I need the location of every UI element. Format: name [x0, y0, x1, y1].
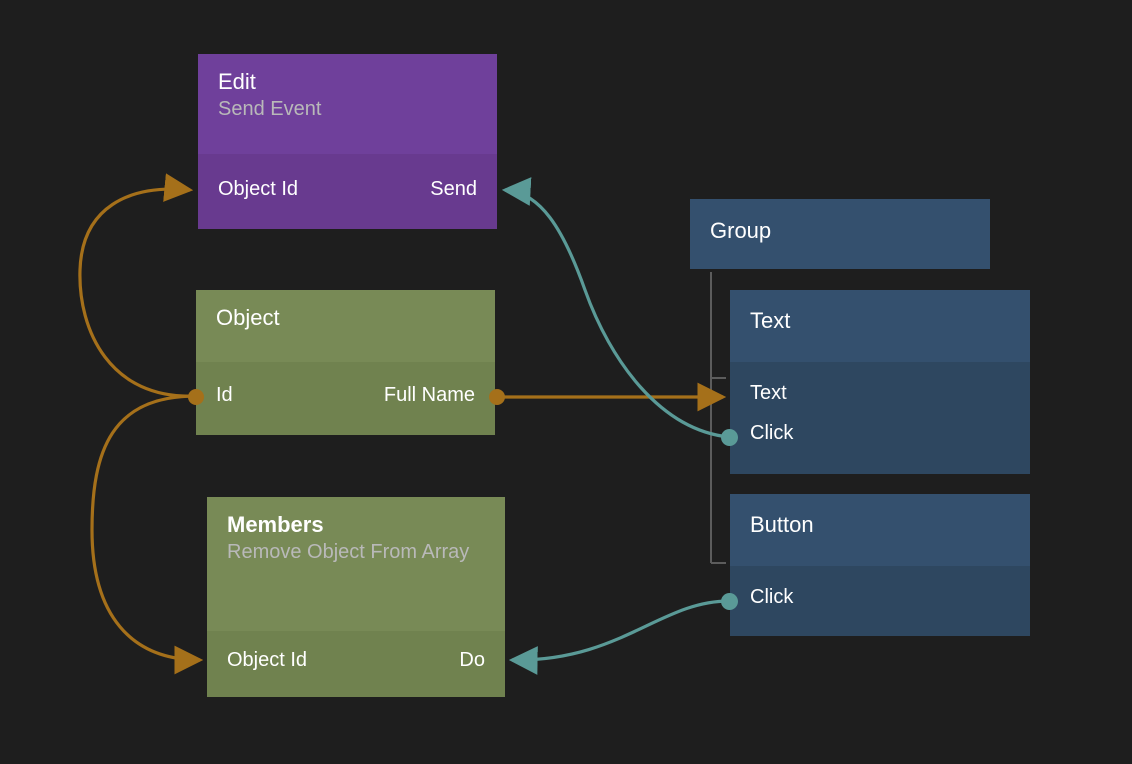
object-node-header: Object	[196, 290, 495, 362]
text-node-row-click[interactable]: Click	[750, 422, 794, 444]
text-node-title: Text	[750, 308, 791, 333]
button-click-output-port[interactable]	[721, 593, 738, 610]
group-node-title: Group	[710, 218, 772, 243]
text-node[interactable]: Text Text Click	[730, 290, 1030, 474]
group-node[interactable]: Group	[690, 199, 990, 269]
object-id-input-port[interactable]	[188, 389, 204, 405]
wire-object-id-to-members-object-id	[90, 394, 204, 675]
edit-node-title: Edit	[218, 69, 256, 94]
text-node-body: Text Click	[730, 362, 1030, 474]
button-node[interactable]: Button Click	[730, 494, 1030, 636]
members-node-subtitle: Remove Object From Array	[227, 541, 470, 563]
members-node-header: Members Remove Object From Array	[207, 497, 505, 631]
members-output-label[interactable]: Do	[459, 649, 485, 671]
edit-node[interactable]: Edit Send Event Object Id Send	[198, 54, 497, 229]
text-node-header: Text	[730, 290, 1030, 362]
edit-input-label[interactable]: Object Id	[218, 178, 299, 200]
object-fullname-output-port[interactable]	[489, 389, 505, 405]
group-node-header: Group	[690, 199, 990, 254]
edit-node-subtitle: Send Event	[218, 98, 322, 120]
edit-node-body: Object Id Send	[198, 154, 497, 229]
text-click-output-port[interactable]	[721, 429, 738, 446]
wire-button-click-to-members-do	[508, 599, 730, 675]
edit-output-label[interactable]: Send	[430, 178, 477, 200]
button-node-body: Click	[730, 566, 1030, 636]
edit-node-port-row: Object Id Send	[218, 176, 477, 202]
button-node-header: Button	[730, 494, 1030, 566]
object-node-title: Object	[216, 305, 280, 330]
button-node-row-click[interactable]: Click	[750, 586, 794, 608]
object-output-label[interactable]: Full Name	[383, 384, 475, 406]
object-input-label[interactable]: Id	[216, 384, 233, 406]
members-input-label[interactable]: Object Id	[227, 649, 308, 671]
members-node[interactable]: Members Remove Object From Array Object …	[207, 497, 505, 697]
button-node-title: Button	[750, 512, 814, 537]
text-node-row-text[interactable]: Text	[750, 382, 787, 404]
object-node-body: Id Full Name	[196, 362, 495, 435]
object-node-port-row: Id Full Name	[216, 382, 475, 408]
wire-object-id-to-edit-object-id	[78, 173, 197, 398]
group-tree-connector	[710, 272, 726, 564]
members-node-body: Object Id Do	[207, 631, 505, 697]
members-node-title: Members	[227, 512, 324, 537]
members-node-port-row: Object Id Do	[227, 647, 485, 673]
object-node[interactable]: Object Id Full Name	[196, 290, 495, 435]
edit-node-header: Edit Send Event	[198, 54, 497, 154]
